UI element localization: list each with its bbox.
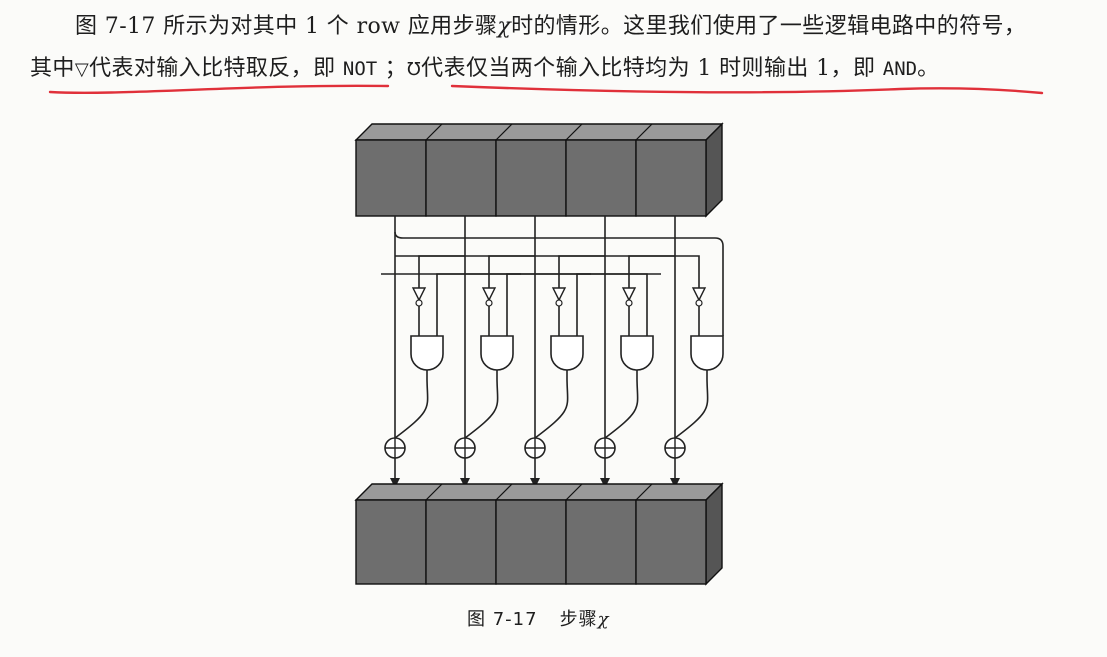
not-gate-icon — [411, 287, 427, 302]
not-symbol-icon: ▽ — [74, 59, 90, 80]
input-cell — [635, 139, 707, 217]
not-input-wire — [395, 255, 700, 288]
caption-title: 步骤 — [559, 609, 598, 630]
chi-symbol: χ — [497, 14, 512, 39]
input-top-face — [354, 123, 724, 141]
output-cell — [565, 499, 637, 585]
not-gate-icon — [621, 287, 637, 302]
and-output-wire — [674, 370, 709, 439]
paragraph-text: 图 7-17 所示为对其中 1 个 row 应用步骤 — [75, 14, 498, 39]
paragraph-text: 其中 — [30, 56, 75, 81]
input-top-divider — [635, 123, 653, 141]
and-gate-icon — [550, 335, 584, 371]
arrow-head — [600, 478, 610, 488]
paragraph-text: 代表对输入比特取反，即 — [89, 56, 336, 81]
input-side-face — [705, 122, 723, 218]
caption-number: 图 7-17 — [467, 609, 538, 630]
and-gate-icon — [690, 335, 724, 371]
and-symbol-icon: Ʊ — [407, 59, 422, 80]
and-gate-icon — [620, 335, 654, 371]
input-cell — [355, 139, 427, 217]
output-top-face — [354, 483, 724, 501]
not-gate-bubble — [485, 299, 493, 307]
input-cell — [495, 139, 567, 217]
output-top-divider — [495, 483, 513, 501]
paragraph-line-2: 其中▽代表对输入比特取反，即 NOT ；Ʊ代表仅当两个输入比特均为 1 时则输出… — [30, 54, 940, 85]
paragraph-text: ； — [384, 56, 408, 81]
logic-gates — [384, 287, 724, 459]
output-cell — [635, 499, 707, 585]
wiring — [381, 216, 724, 488]
figure-caption: 图 7-17 步骤χ — [467, 607, 610, 633]
output-top-divider — [565, 483, 583, 501]
paragraph-line-1: 图 7-17 所示为对其中 1 个 row 应用步骤χ时的情形。这里我们使用了一… — [75, 12, 1026, 42]
not-input-wire — [418, 255, 465, 288]
paragraph-text: 代表仅当两个输入比特均为 1 时则输出 1，即 — [421, 56, 876, 81]
not-gate-bubble — [625, 299, 633, 307]
input-cell — [425, 139, 497, 217]
and-code: AND — [882, 58, 918, 80]
and-input-wire — [576, 273, 661, 336]
output-cell — [425, 499, 497, 585]
not-gate-icon — [481, 287, 497, 302]
wrap-bus — [394, 231, 724, 336]
and-output-wire — [534, 370, 569, 439]
input-row — [354, 122, 724, 218]
and-output-wire — [604, 370, 639, 439]
red-underline-1 — [48, 84, 390, 95]
arrow-head — [460, 478, 470, 488]
step-chi-diagram — [354, 122, 724, 586]
and-input-wire — [381, 273, 648, 336]
output-top-divider — [425, 483, 443, 501]
not-input-wire — [488, 255, 535, 288]
arrow-head — [530, 478, 540, 488]
red-underline-annotations — [48, 84, 1044, 95]
caption-chi-symbol: χ — [597, 609, 610, 630]
input-top-divider — [565, 123, 583, 141]
output-top-divider — [635, 483, 653, 501]
output-side-face — [705, 482, 723, 586]
not-gate-bubble — [695, 299, 703, 307]
arrow-head — [670, 478, 680, 488]
not-input-wire — [558, 255, 605, 288]
not-gate-bubble — [415, 299, 423, 307]
red-underline-2 — [450, 84, 1044, 95]
paragraph-text: 。 — [917, 56, 940, 81]
output-cell — [355, 499, 427, 585]
output-row — [354, 482, 724, 586]
and-output-wire — [394, 370, 429, 439]
arrow-head — [390, 478, 400, 488]
not-input-wire — [628, 255, 675, 288]
input-top-divider — [425, 123, 443, 141]
and-input-wire — [506, 273, 591, 336]
not-code: NOT — [342, 58, 378, 80]
input-top-divider — [495, 123, 513, 141]
input-cell — [565, 139, 637, 217]
and-gate-icon — [480, 335, 514, 371]
not-gate-bubble — [555, 299, 563, 307]
not-gate-icon — [691, 287, 707, 302]
output-cell — [495, 499, 567, 585]
and-gate-icon — [410, 335, 444, 371]
and-output-wire — [464, 370, 499, 439]
and-input-wire — [436, 273, 521, 336]
paragraph-text: 时的情形。这里我们使用了一些逻辑电路中的符号， — [511, 14, 1027, 39]
not-gate-icon — [551, 287, 567, 302]
